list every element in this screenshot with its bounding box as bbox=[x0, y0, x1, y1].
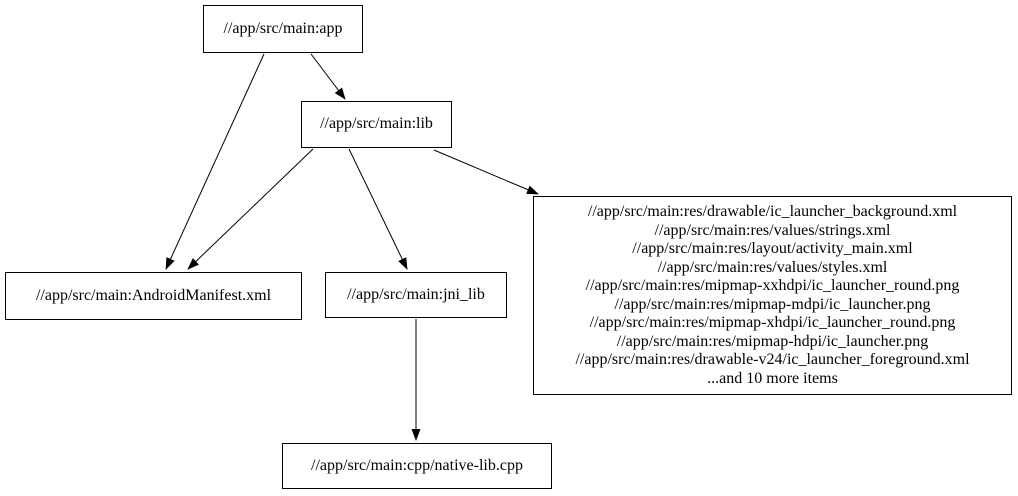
edge-lib-to-res_group bbox=[433, 149, 539, 195]
edge-lib-to-android_manifest bbox=[187, 148, 314, 270]
node-lib: //app/src/main:lib bbox=[301, 101, 452, 148]
node-android-manifest: //app/src/main:AndroidManifest.xml bbox=[5, 272, 302, 320]
edge-app-to-android_manifest bbox=[165, 53, 265, 270]
edge-lib-to-jni_lib bbox=[348, 148, 408, 270]
edge-app-to-lib bbox=[310, 53, 346, 100]
res-group-line: //app/src/main:res/mipmap-hdpi/ic_launch… bbox=[616, 332, 929, 350]
res-group-line: //app/src/main:res/layout/activity_main.… bbox=[632, 240, 913, 257]
node-app-label: //app/src/main:app bbox=[223, 19, 343, 37]
res-group-line: //app/src/main:res/drawable/ic_launcher_… bbox=[587, 203, 958, 220]
node-app: //app/src/main:app bbox=[203, 5, 363, 53]
node-jni-lib: //app/src/main:jni_lib bbox=[325, 272, 507, 318]
node-native-lib: //app/src/main:cpp/native-lib.cpp bbox=[282, 443, 552, 489]
res-group-line: //app/src/main:res/mipmap-xhdpi/ic_launc… bbox=[589, 314, 956, 331]
res-group-line: //app/src/main:res/values/styles.xml bbox=[657, 258, 888, 276]
res-group-more-items: ...and 10 more items bbox=[707, 369, 838, 387]
node-android-manifest-label: //app/src/main:AndroidManifest.xml bbox=[35, 286, 272, 304]
res-group-line: //app/src/main:res/values/strings.xml bbox=[654, 221, 891, 239]
res-group-line: //app/src/main:res/mipmap-xxhdpi/ic_laun… bbox=[585, 277, 960, 294]
res-group-line: //app/src/main:res/drawable-v24/ic_launc… bbox=[575, 351, 970, 368]
node-jni-lib-label: //app/src/main:jni_lib bbox=[347, 285, 485, 303]
res-group-line: //app/src/main:res/mipmap-mdpi/ic_launch… bbox=[614, 295, 931, 313]
node-res-group: //app/src/main:res/drawable/ic_launcher_… bbox=[533, 196, 1012, 395]
node-native-lib-label: //app/src/main:cpp/native-lib.cpp bbox=[311, 456, 523, 474]
node-lib-label: //app/src/main:lib bbox=[320, 115, 433, 133]
